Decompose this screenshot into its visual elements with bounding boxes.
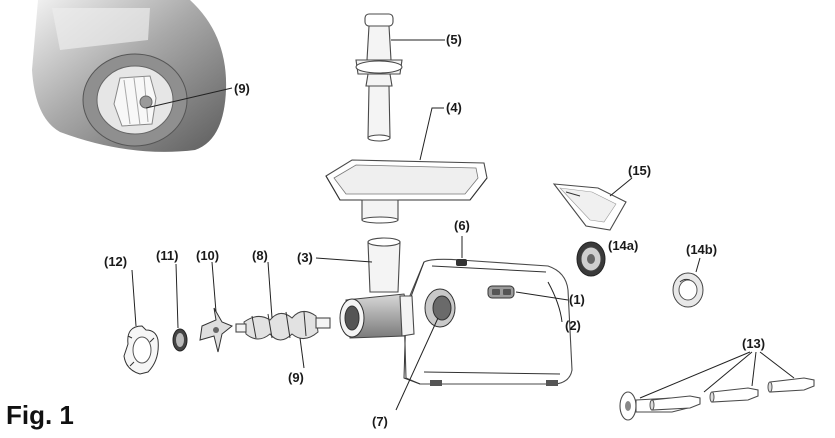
- part-14a-disc: [576, 241, 606, 277]
- leader-13-b: [703, 351, 753, 393]
- figure-caption: Fig. 1: [6, 400, 74, 430]
- label-5: (5): [446, 32, 462, 47]
- leader-14b: [695, 257, 701, 273]
- label-15: (15): [628, 163, 651, 178]
- label-2: (2): [565, 318, 581, 333]
- label-11: (11): [156, 248, 178, 263]
- switch-6: [456, 259, 467, 266]
- leader-13-d: [759, 351, 795, 379]
- leader-2: [547, 281, 563, 323]
- label-4: (4): [446, 100, 462, 115]
- leader-9: [299, 337, 305, 369]
- label-13: (13): [742, 336, 765, 351]
- leader-4: [419, 107, 444, 161]
- label-14a: (14a): [608, 238, 638, 253]
- motor-housing: [403, 258, 573, 386]
- part-14b-ring: [672, 272, 704, 308]
- leader-3: [315, 257, 373, 263]
- part-15-cover: [552, 183, 627, 231]
- leader-9-inset: [145, 87, 233, 109]
- inset-worm-gear: [113, 75, 157, 127]
- leader-15: [609, 177, 633, 197]
- label-10: (10): [196, 248, 219, 263]
- leader-13-a: [639, 351, 751, 399]
- inset-photo: [32, 0, 227, 152]
- label-1: (1): [569, 292, 585, 307]
- part-8-worm: [235, 311, 331, 341]
- leader-1: [515, 291, 569, 301]
- part-12-ring-nut: [123, 325, 159, 375]
- leader-11: [175, 263, 179, 329]
- label-7: (7): [372, 414, 388, 429]
- label-9: (9): [288, 370, 304, 385]
- part-11-plate: [172, 328, 188, 352]
- label-9-inset: (9): [234, 81, 250, 96]
- label-6: (6): [454, 218, 470, 233]
- label-8: (8): [252, 248, 268, 263]
- leader-10: [211, 261, 217, 313]
- leader-7: [395, 317, 439, 411]
- part-4-tray: [325, 159, 488, 224]
- part-5-pusher: [355, 13, 403, 142]
- label-3: (3): [297, 250, 313, 265]
- part-13-attachments: [619, 377, 815, 421]
- label-14b: (14b): [686, 242, 717, 257]
- leader-12: [131, 269, 137, 327]
- part-3-mincer-head: [339, 237, 415, 339]
- leader-13-c: [751, 351, 757, 387]
- label-12: (12): [104, 254, 127, 269]
- leader-8: [267, 261, 273, 319]
- part-10-blade: [199, 307, 233, 353]
